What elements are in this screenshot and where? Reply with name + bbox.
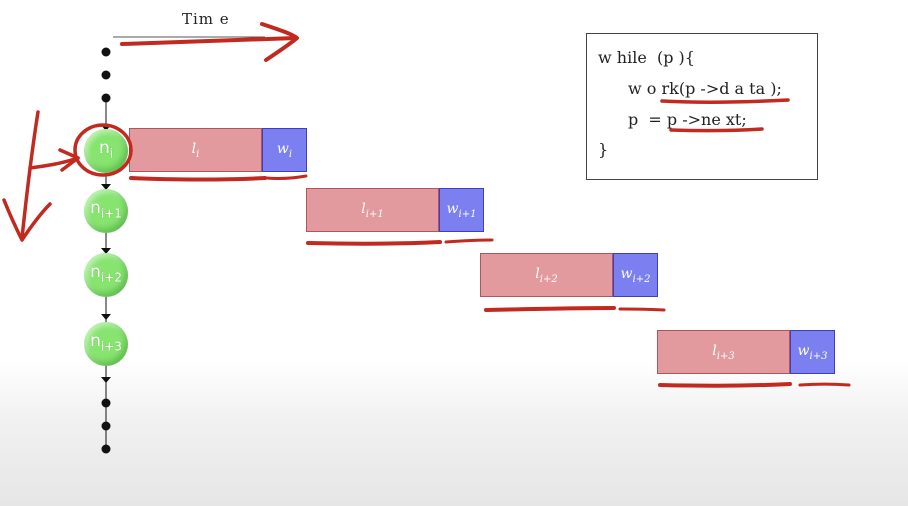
arrowhead bbox=[101, 377, 111, 383]
time-axis-label: Tim e bbox=[182, 10, 230, 28]
segment-subscript: i bbox=[196, 148, 200, 160]
segment-subscript: i+1 bbox=[458, 208, 477, 220]
ellipsis-dot bbox=[101, 421, 111, 431]
code-line: w hile (p ){ bbox=[598, 48, 695, 67]
arrowhead bbox=[101, 314, 111, 320]
node-subscript: i bbox=[109, 146, 114, 161]
list-node: ni+1 bbox=[84, 189, 128, 233]
ellipsis-dot bbox=[101, 70, 111, 80]
ellipsis-dot bbox=[101, 444, 111, 454]
work-segment: wi+1 bbox=[439, 188, 484, 232]
code-line: w o rk(p ->d a ta ); bbox=[628, 79, 782, 98]
ellipsis-dot bbox=[101, 93, 111, 103]
code-box: w hile (p ){ w o rk(p ->d a ta ); p = p … bbox=[586, 33, 818, 180]
code-line: } bbox=[598, 140, 609, 159]
node-subscript: i+3 bbox=[100, 339, 122, 354]
list-node: ni+2 bbox=[84, 253, 128, 297]
latency-segment: li+3 bbox=[657, 330, 790, 374]
list-node: ni bbox=[84, 129, 128, 173]
arrowhead bbox=[101, 248, 111, 254]
node-label: n bbox=[90, 262, 101, 282]
work-segment: wi+3 bbox=[790, 330, 835, 374]
segment-subscript: i bbox=[288, 148, 293, 160]
segment-label: l bbox=[361, 201, 366, 217]
work-segment: wi bbox=[262, 128, 307, 172]
segment-label: l bbox=[712, 343, 717, 359]
node-subscript: i+2 bbox=[100, 270, 122, 285]
segment-label: w bbox=[797, 343, 810, 359]
latency-segment: li+2 bbox=[480, 253, 613, 297]
segment-subscript: i+3 bbox=[809, 350, 828, 362]
ellipsis-dot bbox=[101, 47, 111, 57]
segment-subscript: i+3 bbox=[716, 350, 735, 362]
segment-label: l bbox=[191, 141, 197, 157]
segment-label: w bbox=[276, 141, 289, 157]
code-line: p = p ->ne xt; bbox=[628, 110, 747, 129]
node-subscript: i+1 bbox=[100, 206, 122, 221]
node-label: n bbox=[98, 138, 110, 158]
segment-subscript: i+2 bbox=[632, 273, 651, 285]
node-label: n bbox=[90, 331, 101, 351]
arrowhead bbox=[101, 184, 111, 190]
node-label: n bbox=[90, 198, 101, 218]
ellipsis-dot bbox=[101, 398, 111, 408]
latency-segment: li+1 bbox=[306, 188, 439, 232]
segment-label: w bbox=[620, 266, 633, 282]
list-node: ni+3 bbox=[84, 322, 128, 366]
work-segment: wi+2 bbox=[613, 253, 658, 297]
latency-segment: li bbox=[129, 128, 262, 172]
segment-label: w bbox=[446, 201, 459, 217]
segment-subscript: i+2 bbox=[539, 273, 558, 285]
segment-label: l bbox=[535, 266, 540, 282]
segment-subscript: i+1 bbox=[365, 208, 384, 220]
